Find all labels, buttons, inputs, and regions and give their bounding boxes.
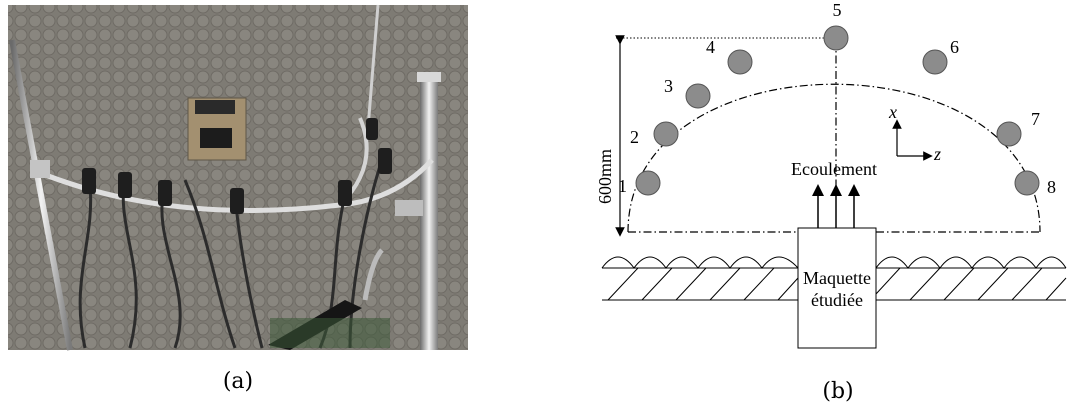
cables [78, 149, 387, 349]
flow-arrows [812, 184, 860, 228]
height-label: 600mm [595, 149, 615, 204]
mic-semicircle [627, 83, 1041, 233]
clamp [395, 200, 423, 216]
mic-2 [653, 121, 679, 147]
clamp-left [30, 160, 50, 178]
mic-number-5: 5 [833, 0, 842, 20]
mic-4 [727, 49, 753, 75]
photo-microphones [82, 118, 392, 214]
caption-a: (a) [223, 369, 253, 394]
axis-x-label: x [888, 102, 897, 122]
diagram-panel: 600mm 1 2 3 4 5 6 7 8 [595, 0, 1067, 404]
rod-right [420, 76, 438, 350]
model-box [797, 227, 877, 349]
microphone-arc [37, 158, 434, 213]
mic-5 [823, 25, 849, 51]
photo-shadow-top [8, 5, 468, 350]
axis-indicator: x z [888, 102, 941, 164]
mic-number-8: 8 [1047, 177, 1056, 197]
photo-panel: (a) [8, 4, 468, 394]
mic-numbers: 1 2 3 4 5 6 7 8 [618, 0, 1056, 197]
mic-1 [635, 170, 661, 196]
mic-6 [922, 49, 948, 75]
flow-label: Ecoulement [791, 159, 877, 179]
opening-device [200, 128, 232, 148]
mic-number-4: 4 [706, 37, 715, 57]
caption-b: (b) [822, 379, 853, 404]
opening-dark-area [195, 100, 235, 114]
model-label-line1: Maquette [803, 268, 871, 288]
rod-top-center [366, 4, 380, 129]
rod-right-cap [417, 72, 441, 82]
mic-number-1: 1 [618, 176, 627, 196]
rod-left [9, 39, 73, 351]
mic-7 [996, 121, 1022, 147]
mic-number-7: 7 [1031, 109, 1040, 129]
mic-number-3: 3 [664, 76, 673, 96]
grating [270, 318, 390, 348]
mic-8 [1014, 170, 1040, 196]
mic-3 [685, 83, 711, 109]
ground-hatching [607, 267, 1067, 301]
mic-number-2: 2 [630, 127, 639, 147]
model-label-line2: étudiée [811, 290, 863, 310]
strut [362, 248, 384, 301]
microphones [635, 25, 1040, 196]
axis-z-label: z [933, 144, 941, 164]
mic-number-6: 6 [950, 37, 959, 57]
